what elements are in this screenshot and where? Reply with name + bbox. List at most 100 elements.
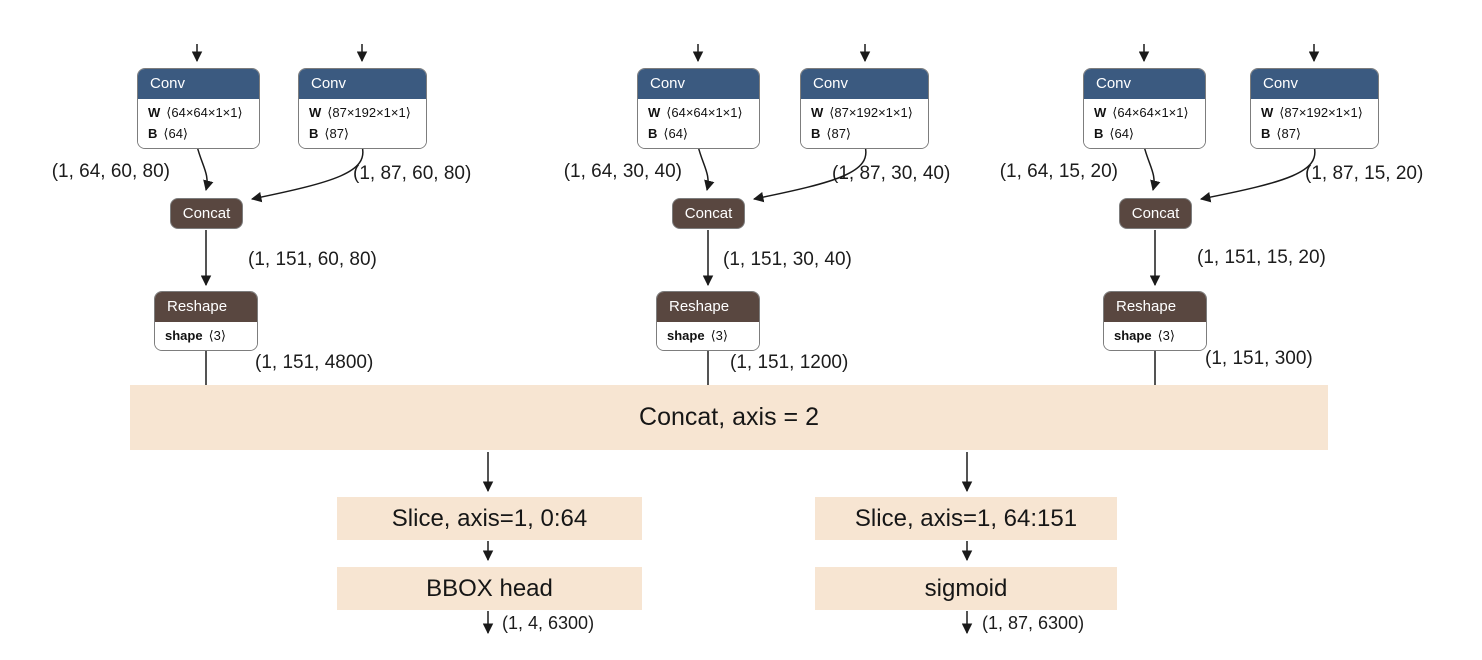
conv-node-title: Conv — [638, 69, 759, 99]
weights-attr: W ⟨64×64×1×1⟩ — [648, 102, 749, 123]
conv-node-title: Conv — [299, 69, 426, 99]
conv-node-attrs: W ⟨64×64×1×1⟩ B ⟨64⟩ — [638, 99, 759, 148]
attr-value: ⟨3⟩ — [710, 328, 728, 343]
attr-key: W — [1094, 105, 1107, 120]
reshape-node-attrs: shape ⟨3⟩ — [1104, 322, 1206, 350]
edge-conv-to-concat — [196, 145, 214, 192]
conv-node[interactable]: Conv W ⟨64×64×1×1⟩ B ⟨64⟩ — [137, 68, 260, 149]
attr-value: ⟨87⟩ — [826, 126, 851, 141]
tensor-shape-label: (1, 151, 15, 20) — [1197, 247, 1326, 268]
weights-attr: W ⟨64×64×1×1⟩ — [148, 102, 249, 123]
attr-key: B — [148, 126, 158, 141]
weights-attr: W ⟨87×192×1×1⟩ — [309, 102, 416, 123]
attr-value: ⟨87×192×1×1⟩ — [1279, 105, 1363, 120]
attr-key: shape — [165, 328, 203, 343]
concat-node[interactable]: Concat — [1119, 198, 1192, 229]
attr-value: ⟨87⟩ — [324, 126, 349, 141]
edge-conv-to-concat — [1143, 145, 1161, 192]
shape-attr: shape ⟨3⟩ — [667, 325, 749, 346]
weights-attr: W ⟨87×192×1×1⟩ — [811, 102, 918, 123]
bias-attr: B ⟨87⟩ — [1261, 123, 1368, 144]
tensor-shape-label: (1, 64, 15, 20) — [999, 161, 1118, 182]
concat-node[interactable]: Concat — [170, 198, 243, 229]
concat-axis-annotation: Concat, axis = 2 — [130, 385, 1328, 450]
reshape-node[interactable]: Reshape shape ⟨3⟩ — [656, 291, 760, 351]
attr-key: B — [309, 126, 319, 141]
attr-key: shape — [667, 328, 705, 343]
conv-node-attrs: W ⟨64×64×1×1⟩ B ⟨64⟩ — [1084, 99, 1205, 148]
tensor-shape-label: (1, 151, 1200) — [730, 352, 849, 373]
output-shape-label: (1, 4, 6300) — [502, 613, 595, 633]
attr-value: ⟨64⟩ — [163, 126, 188, 141]
tensor-shape-label: (1, 151, 60, 80) — [248, 249, 377, 270]
shape-attr: shape ⟨3⟩ — [1114, 325, 1196, 346]
attr-key: B — [811, 126, 821, 141]
slice-bbox-annotation: Slice, axis=1, 0:64 — [337, 497, 642, 540]
bias-attr: B ⟨64⟩ — [1094, 123, 1195, 144]
attr-key: W — [1261, 105, 1274, 120]
sigmoid-annotation: sigmoid — [815, 567, 1117, 610]
attr-key: B — [1261, 126, 1271, 141]
attr-key: B — [1094, 126, 1104, 141]
tensor-shape-label: (1, 87, 30, 40) — [832, 163, 951, 184]
reshape-node-title: Reshape — [1104, 292, 1206, 322]
edge-conv-to-concat — [250, 145, 364, 203]
reshape-node[interactable]: Reshape shape⟨3⟩ — [154, 291, 258, 351]
attr-value: ⟨64×64×1×1⟩ — [666, 105, 743, 120]
attr-key: W — [148, 105, 161, 120]
edge-conv-to-concat — [1199, 145, 1316, 203]
attr-key: W — [309, 105, 322, 120]
slice-class-annotation: Slice, axis=1, 64:151 — [815, 497, 1117, 540]
tensor-shape-label: (1, 151, 300) — [1205, 348, 1313, 369]
shape-attr: shape⟨3⟩ — [165, 325, 247, 346]
weights-attr: W ⟨87×192×1×1⟩ — [1261, 102, 1368, 123]
bias-attr: B ⟨64⟩ — [648, 123, 749, 144]
bias-attr: B ⟨87⟩ — [811, 123, 918, 144]
tensor-shape-label: (1, 87, 15, 20) — [1305, 163, 1424, 184]
edge-conv-to-concat — [697, 145, 715, 192]
conv-node-title: Conv — [1084, 69, 1205, 99]
conv-node-title: Conv — [138, 69, 259, 99]
conv-node[interactable]: Conv W ⟨64×64×1×1⟩ B ⟨64⟩ — [1083, 68, 1206, 149]
reshape-node-title: Reshape — [155, 292, 257, 322]
attr-value: ⟨87⟩ — [1276, 126, 1301, 141]
conv-node[interactable]: Conv W ⟨87×192×1×1⟩ B ⟨87⟩ — [800, 68, 929, 149]
conv-node-attrs: W ⟨64×64×1×1⟩ B ⟨64⟩ — [138, 99, 259, 148]
conv-node-title: Conv — [801, 69, 928, 99]
reshape-node-title: Reshape — [657, 292, 759, 322]
reshape-node[interactable]: Reshape shape ⟨3⟩ — [1103, 291, 1207, 351]
attr-value: ⟨64×64×1×1⟩ — [1112, 105, 1189, 120]
attr-value: ⟨3⟩ — [1157, 328, 1175, 343]
conv-node-attrs: W ⟨87×192×1×1⟩ B ⟨87⟩ — [299, 99, 426, 148]
tensor-shape-label: (1, 64, 30, 40) — [563, 161, 682, 182]
tensor-shape-label: (1, 151, 30, 40) — [723, 249, 852, 270]
attr-key: W — [811, 105, 824, 120]
bias-attr: B ⟨87⟩ — [309, 123, 416, 144]
attr-value: ⟨64×64×1×1⟩ — [166, 105, 243, 120]
conv-node[interactable]: Conv W ⟨87×192×1×1⟩ B ⟨87⟩ — [298, 68, 427, 149]
tensor-shape-label: (1, 64, 60, 80) — [51, 161, 170, 182]
conv-node-title: Conv — [1251, 69, 1378, 99]
output-shape-label: (1, 87, 6300) — [982, 613, 1085, 633]
attr-key: W — [648, 105, 661, 120]
attr-value: ⟨64⟩ — [663, 126, 688, 141]
attr-value: ⟨64⟩ — [1109, 126, 1134, 141]
attr-key: B — [648, 126, 658, 141]
bias-attr: B ⟨64⟩ — [148, 123, 249, 144]
reshape-node-attrs: shape⟨3⟩ — [155, 322, 257, 350]
weights-attr: W ⟨64×64×1×1⟩ — [1094, 102, 1195, 123]
conv-node[interactable]: Conv W ⟨64×64×1×1⟩ B ⟨64⟩ — [637, 68, 760, 149]
attr-value: ⟨87×192×1×1⟩ — [829, 105, 913, 120]
attr-value: ⟨87×192×1×1⟩ — [327, 105, 411, 120]
concat-node[interactable]: Concat — [672, 198, 745, 229]
edge-conv-to-concat — [752, 145, 867, 203]
conv-node[interactable]: Conv W ⟨87×192×1×1⟩ B ⟨87⟩ — [1250, 68, 1379, 149]
bbox-head-annotation: BBOX head — [337, 567, 642, 610]
conv-node-attrs: W ⟨87×192×1×1⟩ B ⟨87⟩ — [1251, 99, 1378, 148]
reshape-node-attrs: shape ⟨3⟩ — [657, 322, 759, 350]
conv-node-attrs: W ⟨87×192×1×1⟩ B ⟨87⟩ — [801, 99, 928, 148]
attr-key: shape — [1114, 328, 1152, 343]
tensor-shape-label: (1, 151, 4800) — [255, 352, 374, 373]
